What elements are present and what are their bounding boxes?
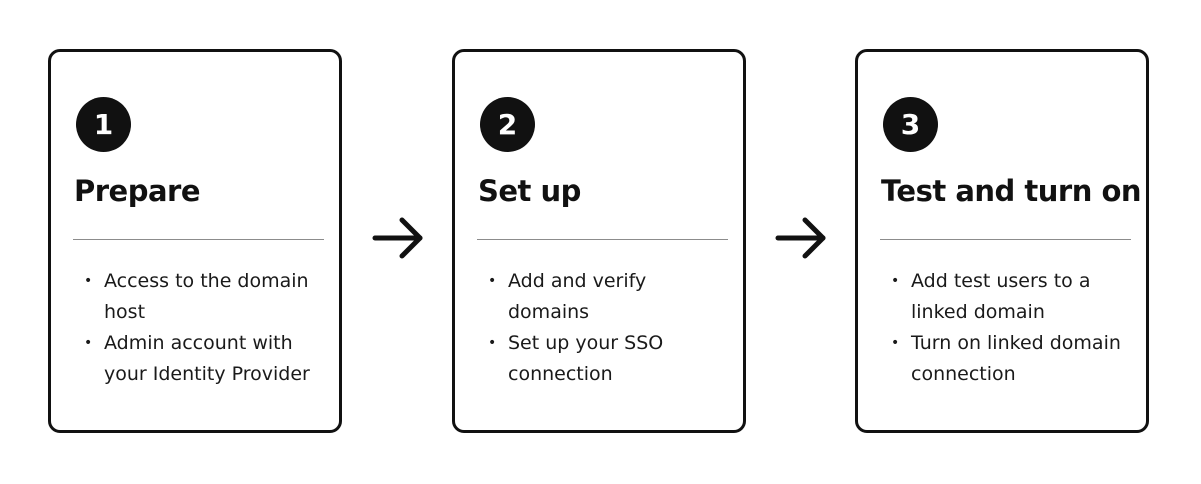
list-item: • Set up your SSO connection xyxy=(485,328,725,390)
list-item: • Access to the domain host xyxy=(81,266,321,328)
list-item: • Add test users to a linked domain xyxy=(888,266,1128,328)
step-card-set-up: 2 Set up • Add and verify domains • Set up… xyxy=(452,49,746,433)
list-item: • Admin account with your Identity Provid… xyxy=(81,328,321,390)
step-number-badge: 1 xyxy=(76,97,131,152)
list-item-text: Admin account with your Identity Provide… xyxy=(104,332,310,385)
step-title: Prepare xyxy=(74,174,201,208)
bullet-icon: • xyxy=(488,335,497,351)
step-title: Set up xyxy=(478,174,581,208)
list-item-text: Set up your SSO connection xyxy=(508,332,664,385)
arrow-right-icon xyxy=(372,217,423,259)
step-checklist: • Access to the domain host • Admin accoun… xyxy=(81,266,321,390)
divider xyxy=(880,239,1131,240)
bullet-icon: • xyxy=(84,335,93,351)
list-item-text: Access to the domain host xyxy=(104,270,309,323)
list-item: • Turn on linked domain connection xyxy=(888,328,1128,390)
step-checklist: • Add test users to a linked domain • Turn… xyxy=(888,266,1128,390)
bullet-icon: • xyxy=(488,273,497,289)
step-card-prepare: 1 Prepare • Access to the domain host • Ad… xyxy=(48,49,342,433)
step-card-test-and-turn-on: 3 Test and turn on • Add test users to a … xyxy=(855,49,1149,433)
bullet-icon: • xyxy=(891,335,900,351)
list-item: • Add and verify domains xyxy=(485,266,725,328)
list-item-text: Add test users to a linked domain xyxy=(911,270,1091,323)
bullet-icon: • xyxy=(84,273,93,289)
step-number-badge: 3 xyxy=(883,97,938,152)
list-item-text: Turn on linked domain connection xyxy=(911,332,1121,385)
arrow-right-icon xyxy=(775,217,826,259)
list-item-text: Add and verify domains xyxy=(508,270,647,323)
bullet-icon: • xyxy=(891,273,900,289)
divider xyxy=(73,239,324,240)
step-checklist: • Add and verify domains • Set up your SSO… xyxy=(485,266,725,390)
step-number-badge: 2 xyxy=(480,97,535,152)
step-title: Test and turn on xyxy=(881,174,1142,208)
divider xyxy=(477,239,728,240)
